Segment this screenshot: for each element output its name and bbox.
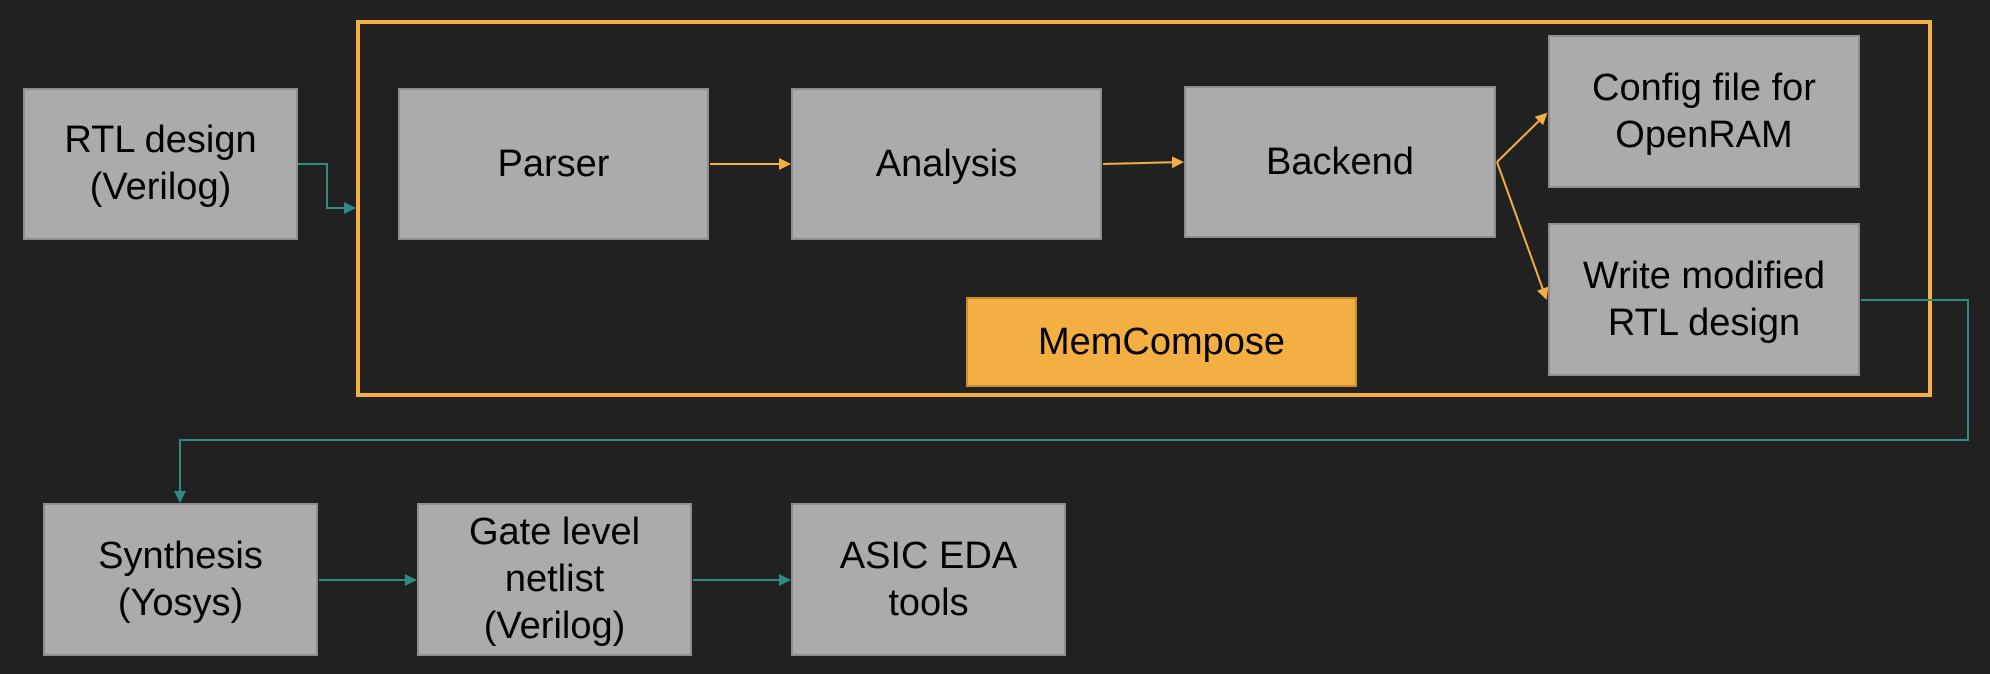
synthesis-node: Synthesis (Yosys) [43,503,318,656]
arrow-backend-to-config [1496,112,1548,163]
arrow-rtl-to-memcompose [298,163,356,214]
config-file-node: Config file for OpenRAM [1548,35,1860,188]
arrow-analysis-to-backend [1102,156,1184,169]
arrow-write-rtl-to-synthesis [174,299,1969,503]
analysis-node: Analysis [791,88,1102,240]
backend-node: Backend [1184,86,1496,238]
memcompose-frame [356,20,1932,397]
parser-node: Parser [398,88,709,240]
memcompose-label: MemCompose [966,297,1357,387]
write-modified-rtl-node: Write modified RTL design [1548,223,1860,376]
gate-level-netlist-node: Gate level netlist (Verilog) [417,503,692,656]
rtl-design-node: RTL design (Verilog) [23,88,298,240]
asic-eda-tools-node: ASIC EDA tools [791,503,1066,656]
arrow-backend-to-write-rtl [1496,161,1549,300]
